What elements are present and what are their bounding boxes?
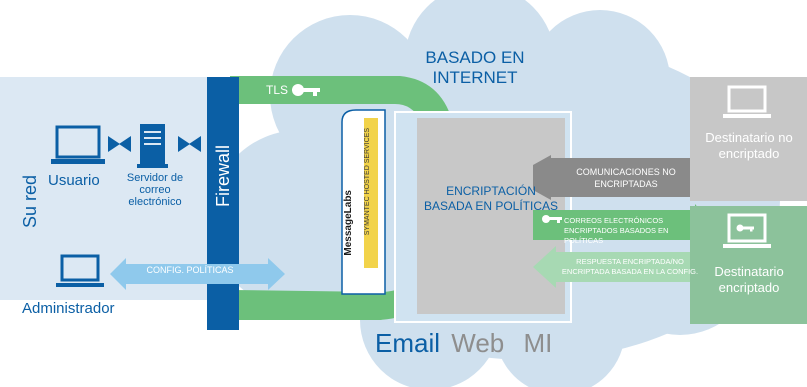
firewall-bar (207, 77, 239, 330)
mail-server-icon (137, 124, 168, 168)
cloud-title: BASADO EN INTERNET (400, 48, 550, 88)
tls-arrow-top (230, 76, 452, 145)
service-tabs: Email Web MI (375, 328, 552, 359)
unencrypted-flow-arrow (533, 155, 716, 200)
firewall-label: Firewall (213, 145, 233, 208)
messagelabs-brand: MessageLabs (343, 190, 354, 256)
connector-icon-right (178, 136, 201, 152)
config-policies-arrow (110, 258, 285, 290)
connector-icon-left (108, 136, 131, 152)
network-area (0, 77, 215, 300)
encrypted-in-arrow (533, 246, 712, 288)
encrypted-in-label: RESPUESTA ENCRIPTADA/NO ENCRIPTADA BASAD… (561, 257, 699, 276)
admin-laptop-icon (56, 254, 104, 287)
unencrypted-laptop-icon (723, 85, 771, 118)
unencrypted-flow-label: COMUNICACIONES NO ENCRIPTADAS (576, 167, 676, 189)
encrypted-key-icon (542, 215, 562, 223)
engine-label: ENCRIPTACIÓN BASADA EN POLÍTICAS (423, 184, 559, 213)
user-label: Usuario (48, 172, 100, 189)
messagelabs-sub: SYMANTEC HOSTED SERVICES (364, 128, 371, 236)
cloud-title-line1: BASADO EN (425, 48, 525, 67)
encrypted-laptop-icon (723, 213, 771, 248)
tls-label: TLS (266, 83, 289, 97)
encrypted-recipient-label: Destinatario encriptado (714, 264, 784, 295)
tls-key-icon (292, 84, 320, 96)
encrypted-out-arrow (533, 204, 712, 246)
tab-email: Email (375, 328, 441, 358)
mail-server-label: Servidor de correo electrónico (126, 172, 184, 208)
tab-web: Web (451, 328, 505, 358)
encrypted-out-label: CORREOS ELECTRÓNICOS ENCRIPTADOS BASADOS… (564, 216, 669, 245)
unencrypted-recipient-box (690, 77, 807, 201)
user-laptop-icon (51, 125, 105, 164)
tab-im: MI (523, 328, 553, 358)
messagelabs-stripe (364, 118, 378, 268)
admin-label: Administrador (22, 300, 115, 317)
unencrypted-recipient-label: Destinatario no encriptado (705, 130, 793, 161)
config-policies-label: CONFIG. POLÍTICAS (146, 265, 234, 275)
cloud-title-line2: INTERNET (432, 68, 518, 87)
network-label: Su red (20, 175, 40, 229)
encrypted-recipient-box (690, 206, 807, 324)
